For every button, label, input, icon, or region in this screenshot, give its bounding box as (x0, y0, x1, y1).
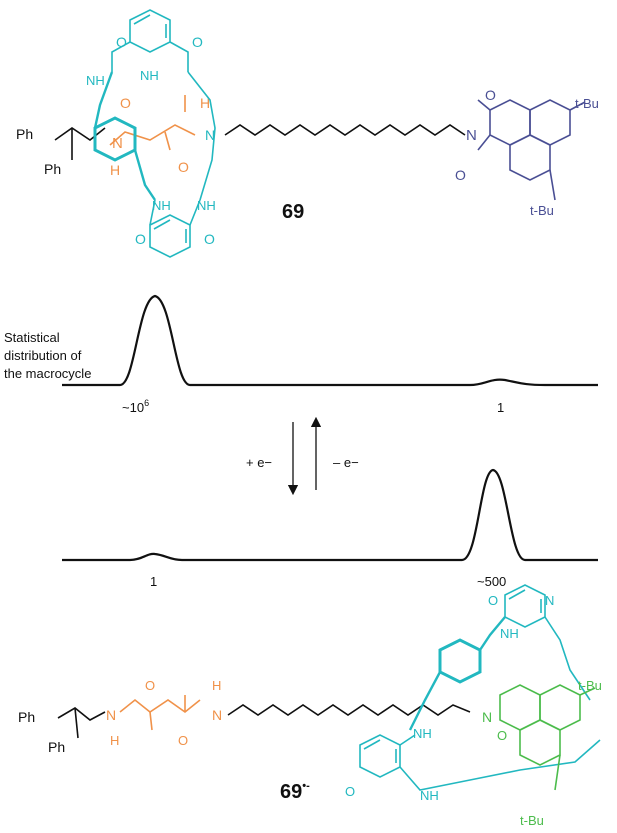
bottom-dodecyl-chain (227, 704, 471, 716)
macrocycle-nh-4: NH (197, 198, 216, 213)
bottom-macro-oxygen-2: O (345, 784, 355, 799)
top-distribution: Statistical distribution of the macrocyc… (4, 294, 598, 415)
bottom-macrocycle (359, 584, 601, 791)
dodecyl-chain (224, 124, 466, 136)
redox-arrows: + e− – e− (246, 416, 359, 496)
bottom-phenyl-label-2: Ph (48, 739, 65, 755)
tbu-label-1: t-Bu (575, 96, 599, 111)
top-left-peak-value: ~106 (122, 398, 149, 415)
oxidation-label: – e− (333, 455, 359, 470)
bottom-imide-nitrogen: N (482, 709, 492, 725)
distribution-label-line3: the macrocycle (4, 366, 91, 381)
compound-number-bottom: 69•- (280, 780, 310, 803)
bottom-right-peak-value: ~500 (477, 574, 506, 589)
structure-69-radical-anion: Ph Ph N H O O H N O N NH NH NH (18, 584, 602, 828)
phenyl-label-1: Ph (16, 126, 33, 142)
macrocycle-oxygen-2: O (192, 34, 203, 50)
bottom-succ-oxygen-1: O (145, 678, 155, 693)
distribution-label-line2: distribution of (4, 348, 82, 363)
succinamide-nitrogen-1: N (112, 135, 123, 152)
macrocycle-oxygen-4: O (204, 231, 215, 247)
succinamide-hydrogen-1: H (110, 162, 120, 178)
macrocycle-oxygen-3: O (135, 231, 146, 247)
macrocycle (93, 9, 216, 258)
succinamide-oxygen-2: O (178, 159, 189, 175)
bottom-left-peak-value: 1 (150, 574, 157, 589)
imide-oxygen-2: O (455, 167, 466, 183)
structure-69: Ph Ph N H H O O (16, 9, 599, 258)
bottom-macro-nh-2: NH (500, 626, 519, 641)
compound-number-top: 69 (282, 201, 304, 223)
macrocycle-nh-3: NH (152, 198, 171, 213)
macrocycle-nitrogen: N (205, 127, 215, 143)
bottom-naphthalimide (499, 684, 596, 791)
imide-oxygen-1: O (485, 87, 496, 103)
bottom-imide-oxygen: O (497, 728, 507, 743)
bottom-phenyl-label-1: Ph (18, 709, 35, 725)
bottom-stopper (57, 707, 106, 721)
distribution-label-line1: Statistical (4, 330, 60, 345)
bottom-succ-hydrogen-1: H (110, 733, 119, 748)
bottom-succ-nitrogen-1: N (106, 707, 116, 723)
bottom-succinamide (119, 695, 201, 731)
naphthalimide-stopper (477, 99, 586, 201)
bottom-tbu-label-2: t-Bu (520, 813, 544, 828)
succinamide-oxygen-1: O (120, 95, 131, 111)
bottom-succ-oxygen-2: O (178, 733, 188, 748)
macrocycle-nh-1: NH (86, 73, 105, 88)
imide-nitrogen: N (466, 127, 477, 144)
bottom-distribution: 1 ~500 (62, 468, 598, 589)
phenyl-label-2: Ph (44, 161, 61, 177)
bottom-macro-nh-1: N (545, 593, 554, 608)
bottom-succ-hydrogen-2: H (212, 678, 221, 693)
succinamide-station (109, 95, 196, 151)
reduction-label: + e− (246, 455, 272, 470)
top-trace-line (62, 294, 598, 387)
macrocycle-nh-2: NH (140, 68, 159, 83)
macrocycle-oxygen-1: O (116, 34, 127, 50)
bottom-stopper-branch (74, 707, 79, 739)
bottom-tbu-label-1: t-Bu (578, 678, 602, 693)
tbu-label-2: t-Bu (530, 203, 554, 218)
bottom-trace-line (62, 468, 598, 562)
succinamide-hydrogen-2: H (200, 95, 210, 111)
bottom-succ-nitrogen-2: N (212, 707, 222, 723)
bottom-macro-nh-4: NH (420, 788, 439, 803)
bottom-macro-oxygen-1: O (488, 593, 498, 608)
top-right-peak-value: 1 (497, 400, 504, 415)
diphenylethyl-stopper (54, 127, 106, 160)
bottom-macro-nh-3: NH (413, 726, 432, 741)
